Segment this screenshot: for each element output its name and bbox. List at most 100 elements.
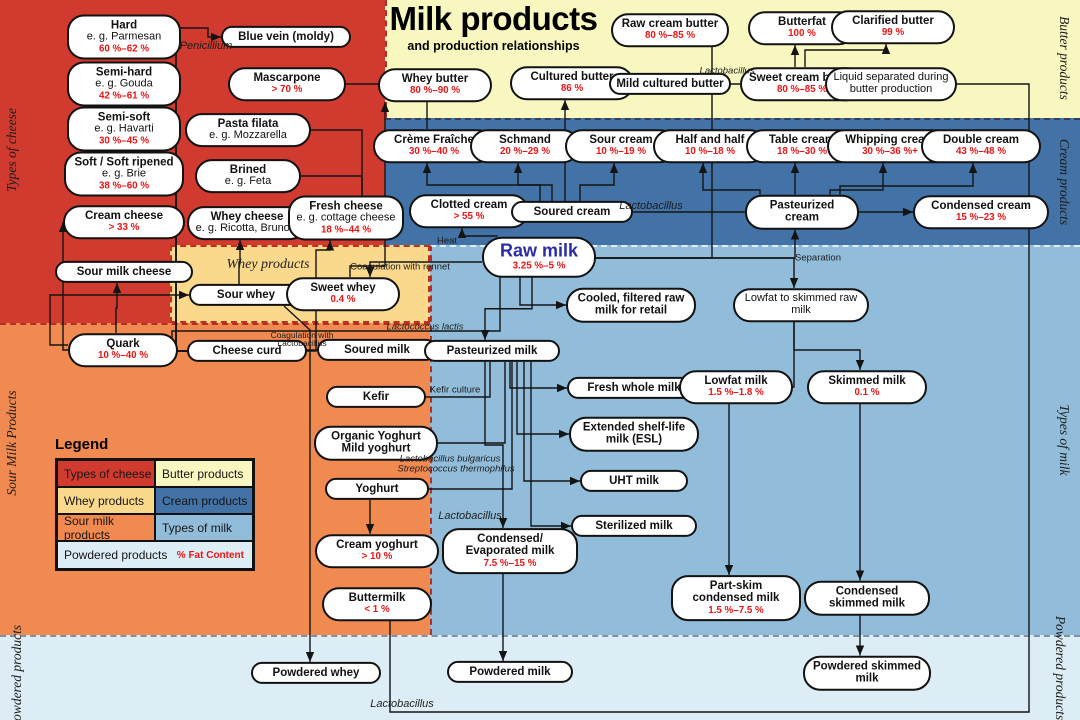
- region-label: Types of cheese: [4, 108, 19, 192]
- legend-swatch-cream: Cream products: [155, 487, 253, 514]
- node-label: Soured milk: [344, 343, 410, 356]
- edge-label: Lactobacillus: [619, 200, 683, 212]
- node-label: Pasteurized milk: [446, 344, 538, 357]
- node-mild-cultured-butter: Mild cultured butter: [609, 72, 731, 96]
- region-label: Butter products: [1057, 16, 1072, 100]
- node-label: Cream yoghurt: [336, 539, 418, 552]
- edge-label: Heat: [436, 235, 458, 247]
- node-fat-content: 30 %–36 %+: [862, 146, 918, 158]
- region-label: Powdered products: [9, 624, 24, 720]
- node-sour-milk-cheese: Sour milk cheese: [55, 260, 193, 284]
- node-soured-cream: Soured cream: [511, 200, 633, 224]
- node-sublabel: e. g. Havarti: [94, 122, 154, 135]
- node-organic-yoghurt: Organic Yoghurt Mild yoghurt: [314, 425, 438, 461]
- edge-label: Lactobacillus: [370, 698, 434, 710]
- legend-title: Legend: [55, 436, 109, 453]
- node-label: Half and half: [675, 134, 745, 147]
- node-label: Raw milk: [499, 240, 579, 261]
- node-powdered-skimmed: Powdered skimmed milk: [803, 655, 931, 691]
- legend-powdered-label: Powdered products: [64, 548, 168, 562]
- node-fat-content: 10 %–18 %: [684, 146, 736, 158]
- node-fat-content: 20 %–29 %: [499, 146, 551, 158]
- node-fat-content: 0.4 %: [330, 294, 356, 306]
- node-label: Powdered milk: [469, 665, 551, 678]
- node-label: Clarified butter: [852, 15, 934, 28]
- node-label: Extended shelf-life milk (ESL): [582, 421, 686, 446]
- node-label: Lowfat milk: [704, 375, 768, 388]
- node-uht-milk: UHT milk: [580, 469, 688, 493]
- node-fat-content: 18 %–30 %: [776, 146, 828, 158]
- node-label: Yoghurt: [355, 482, 399, 495]
- legend-footer: Powdered products% Fat Content: [57, 541, 253, 569]
- node-label: Liquid separated during butter productio…: [833, 71, 949, 95]
- legend-swatch-whey: Whey products: [57, 487, 155, 514]
- node-label: Sterilized milk: [595, 519, 673, 532]
- node-label: Raw cream butter: [621, 18, 719, 31]
- node-label: Powdered whey: [272, 666, 360, 679]
- node-fat-content: 1.5 %–1.8 %: [708, 387, 764, 399]
- node-fat-content: > 10 %: [361, 551, 393, 563]
- node-mascarpone: Mascarpone> 70 %: [228, 67, 346, 101]
- node-label: Powdered skimmed milk: [812, 660, 921, 685]
- node-label: Cultured butter: [530, 71, 614, 84]
- node-condensed-skimmed: Condensed skimmed milk: [804, 580, 930, 616]
- node-fat-content: 10 %–19 %: [595, 146, 647, 158]
- node-fat-content: 18 %–44 %: [320, 224, 372, 236]
- region-label: Cream products: [1057, 138, 1072, 226]
- page-title: Milk products: [389, 0, 598, 37]
- node-fat-content: 38 %–60 %: [98, 180, 150, 192]
- node-fat-content: 1.5 %–7.5 %: [708, 604, 764, 616]
- node-label: Cream cheese: [85, 210, 163, 223]
- node-label: Blue vein (moldy): [238, 30, 334, 43]
- edge-label: Penicillium: [179, 40, 233, 52]
- region-label: Sour Milk Products: [4, 390, 19, 496]
- legend-swatch-sour: Sour milk products: [57, 514, 155, 542]
- node-fat-content: 60 %–62 %: [98, 43, 150, 55]
- node-label: Clotted cream: [430, 199, 508, 212]
- region-label: Types of milk: [1057, 404, 1072, 476]
- node-pasteurized-cream: Pasteurized cream: [745, 194, 859, 230]
- node-fat-content: > 33 %: [108, 222, 140, 234]
- region-cheese-lower: [0, 245, 170, 323]
- node-fat-content: 86 %: [560, 83, 584, 95]
- node-powdered-milk: Powdered milk: [447, 660, 573, 684]
- node-fat-content: > 55 %: [453, 211, 485, 223]
- node-label: Buttermilk: [348, 592, 406, 605]
- node-clotted-cream: Clotted cream> 55 %: [409, 194, 529, 228]
- node-label: Double cream: [942, 134, 1020, 147]
- node-label: Pasta filata: [217, 118, 279, 131]
- node-fat-content: 99 %: [881, 27, 905, 39]
- node-label: Part-skim condensed milk: [692, 580, 780, 605]
- node-label: Butterfat: [778, 16, 826, 29]
- node-fat-content: 15 %–23 %: [955, 212, 1007, 224]
- node-blue-vein: Blue vein (moldy): [221, 25, 351, 49]
- node-label: Whey butter: [401, 73, 469, 86]
- region-butter: [385, 0, 1080, 118]
- node-lowfat-to-skimmed: Lowfat to skimmed raw milk: [733, 288, 869, 322]
- node-esl: Extended shelf-life milk (ESL): [569, 416, 699, 452]
- node-pasteurized-milk: Pasteurized milk: [424, 339, 560, 363]
- legend-swatch-milk: Types of milk: [155, 514, 253, 541]
- edge-label: Coagulation with rennet: [350, 261, 450, 273]
- node-fat-content: < 1 %: [364, 604, 390, 616]
- node-liquid-separated: Liquid separated during butter productio…: [825, 67, 957, 101]
- node-yoghurt: Yoghurt: [325, 477, 429, 501]
- node-label: Lowfat to skimmed raw milk: [744, 292, 858, 316]
- node-label: Cheese curd: [212, 344, 282, 357]
- node-fat-content: > 70 %: [271, 84, 303, 96]
- edge-label: Coagulation with: [270, 330, 334, 340]
